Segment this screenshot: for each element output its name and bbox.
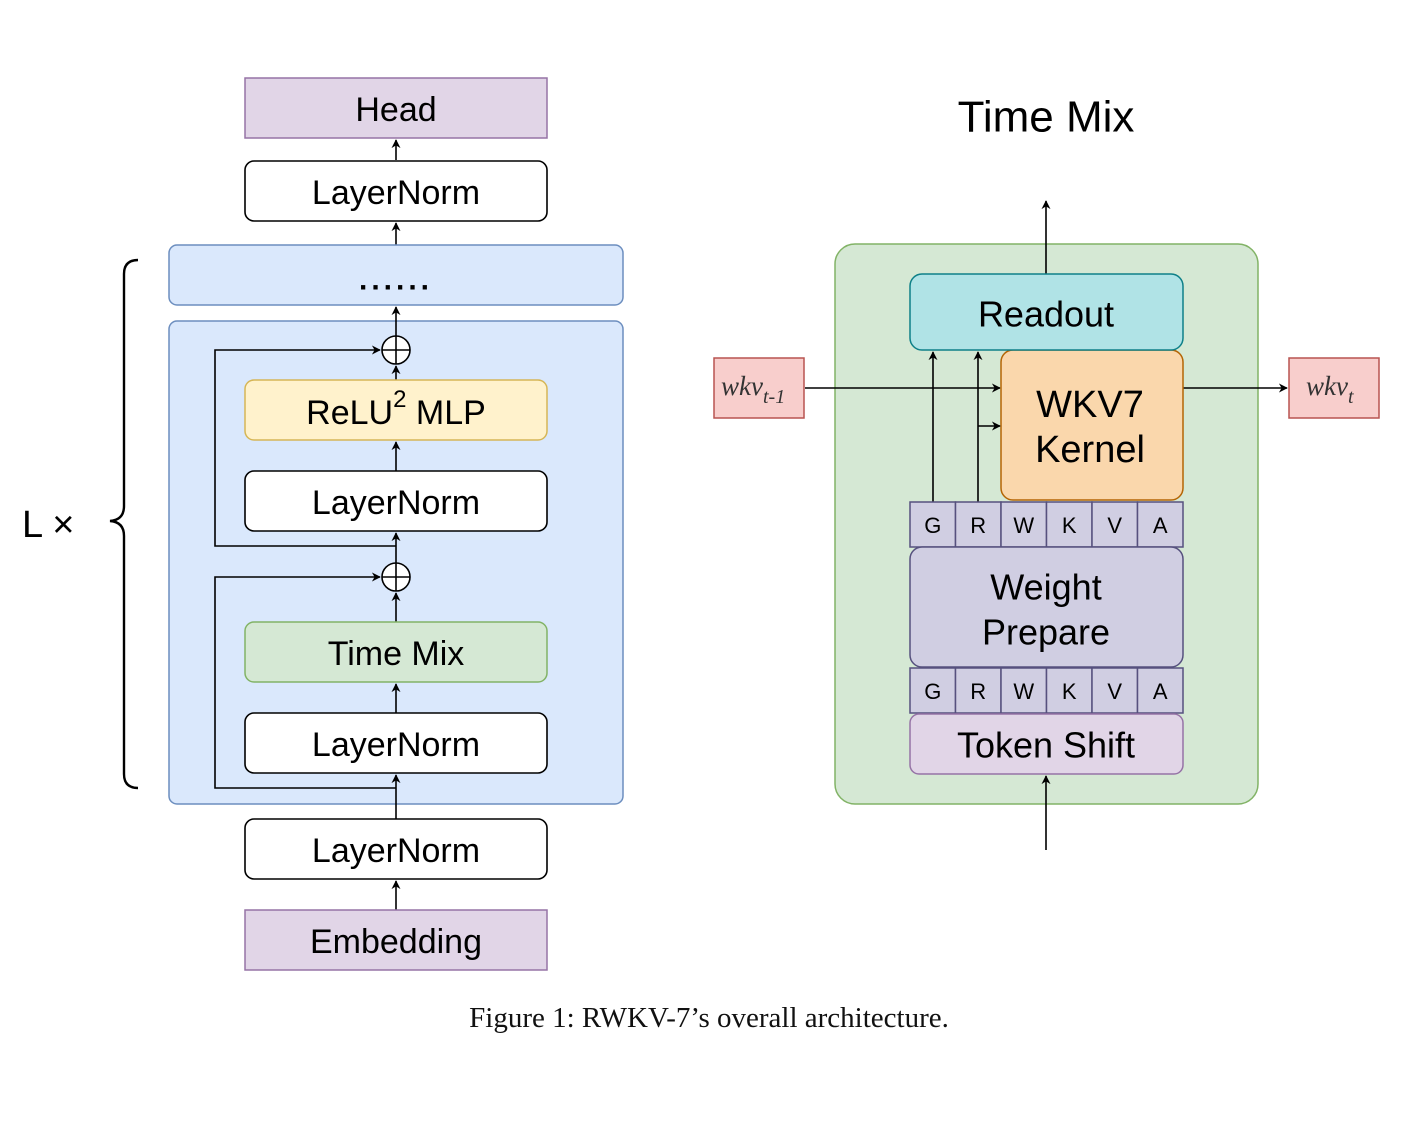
head-block: Head xyxy=(244,77,548,139)
wkv7-kernel-block: WKV7 Kernel xyxy=(1000,349,1184,501)
upper-channel-label: G xyxy=(924,513,941,538)
lower-channel-label: K xyxy=(1062,679,1077,704)
mlp-label: ReLU2 MLP xyxy=(306,386,486,433)
layernorm-time-label: LayerNorm xyxy=(312,726,480,764)
time-mix-block: Time Mix xyxy=(244,621,548,683)
token-shift-block: Token Shift xyxy=(909,713,1184,775)
kernel-label-line1: WKV7 xyxy=(1036,384,1144,426)
residual-add-lower xyxy=(381,562,411,592)
relu-mlp-block: ReLU2 MLP xyxy=(244,379,548,441)
embedding-label: Embedding xyxy=(310,923,482,961)
layernorm-top: LayerNorm xyxy=(244,160,548,222)
lower-channel-w: W xyxy=(1000,667,1048,714)
lower-channel-a: A xyxy=(1136,667,1184,714)
upper-channel-label: A xyxy=(1153,513,1168,538)
upper-channel-g: G xyxy=(909,501,957,548)
skip-connection xyxy=(214,572,396,789)
upper-channel-w: W xyxy=(1000,501,1048,548)
lower-channel-label: V xyxy=(1107,679,1122,704)
layernorm-bottom: LayerNorm xyxy=(244,818,548,880)
head-label: Head xyxy=(355,91,436,129)
lower-channel-label: G xyxy=(924,679,941,704)
upper-channel-a: A xyxy=(1136,501,1184,548)
time-mix-detail-title: Time Mix xyxy=(958,93,1135,142)
upper-channel-label: V xyxy=(1107,513,1122,538)
lower-channel-g: G xyxy=(909,667,957,714)
weight-prepare-label-line1: Weight xyxy=(990,567,1101,608)
repeat-count-label: L × xyxy=(22,504,74,546)
lower-channel-label: R xyxy=(970,679,986,704)
lower-channel-label: A xyxy=(1153,679,1168,704)
residual-add-upper xyxy=(381,335,411,365)
upper-channel-label: R xyxy=(970,513,986,538)
readout-block: Readout xyxy=(909,273,1184,351)
weight-prepare-block: Weight Prepare xyxy=(909,546,1184,668)
state-out-box: wkvt xyxy=(1288,357,1380,419)
embedding-block: Embedding xyxy=(244,909,548,971)
upper-channel-k: K xyxy=(1045,501,1093,548)
state-out-label: wkvt xyxy=(1306,371,1354,408)
upper-channel-v: V xyxy=(1091,501,1139,548)
readout-label: Readout xyxy=(978,294,1114,335)
repeat-brace xyxy=(109,258,139,790)
repeated-blocks-placeholder: ...... xyxy=(168,244,624,306)
lower-channel-k: K xyxy=(1045,667,1093,714)
lower-channel-v: V xyxy=(1091,667,1139,714)
token-shift-label: Token Shift xyxy=(957,725,1135,766)
upper-channel-label: W xyxy=(1013,513,1034,538)
layernorm-mlp: LayerNorm xyxy=(244,470,548,532)
state-in-box: wkvt-1 xyxy=(713,357,805,419)
figure-caption: Figure 1: RWKV-7’s overall architecture. xyxy=(469,1002,949,1034)
upper-channel-label: K xyxy=(1062,513,1077,538)
skip-connection xyxy=(214,345,396,547)
layernorm-bottom-label: LayerNorm xyxy=(312,832,480,870)
layernorm-top-label: LayerNorm xyxy=(312,174,480,212)
upper-channel-r: R xyxy=(954,501,1002,548)
layernorm-time: LayerNorm xyxy=(244,712,548,774)
ellipsis-label: ...... xyxy=(359,264,433,297)
state-in-label: wkvt-1 xyxy=(721,371,785,408)
time-mix-label: Time Mix xyxy=(328,635,465,673)
weight-prepare-label-line2: Prepare xyxy=(982,612,1110,653)
layernorm-mlp-label: LayerNorm xyxy=(312,484,480,522)
lower-channel-label: W xyxy=(1013,679,1034,704)
lower-channel-r: R xyxy=(954,667,1002,714)
kernel-label-line2: Kernel xyxy=(1035,429,1145,471)
